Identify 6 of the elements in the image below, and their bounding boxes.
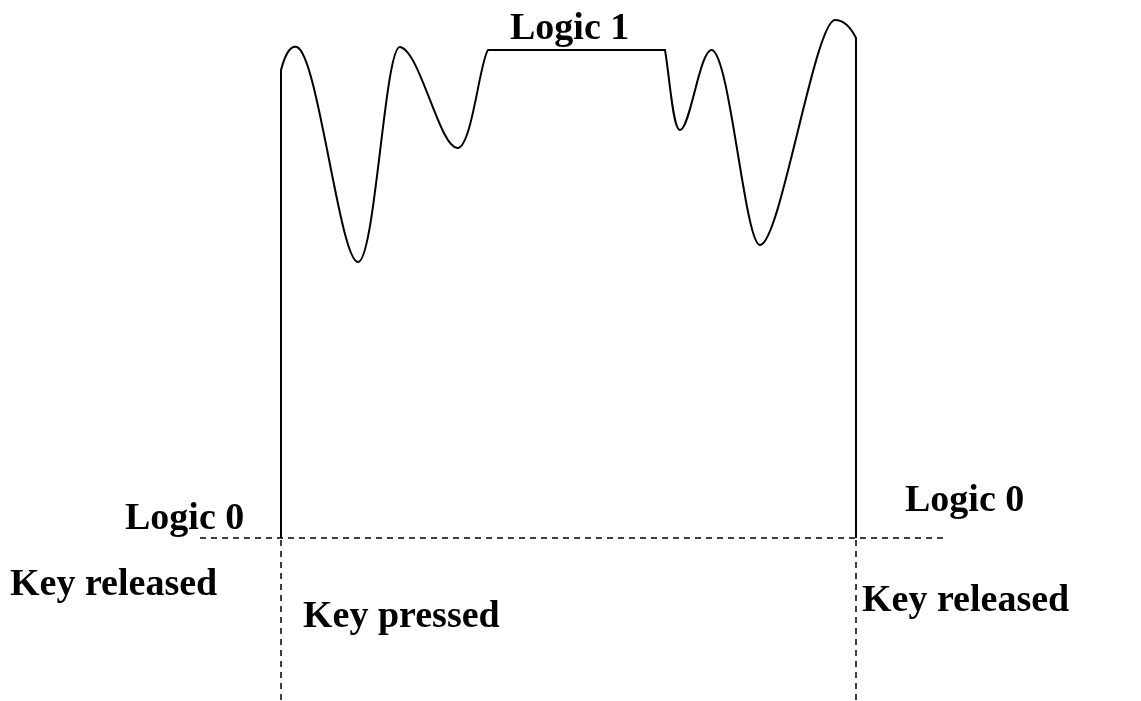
logic-level-label: Logic 0	[125, 494, 245, 538]
logic-level-label: Logic 1	[510, 4, 630, 48]
logic-level-label: Logic 0	[905, 476, 1025, 520]
key-state-label: Key pressed	[303, 592, 500, 636]
key-state-label: Key released	[862, 576, 1070, 620]
key-state-label: Key released	[10, 560, 218, 604]
